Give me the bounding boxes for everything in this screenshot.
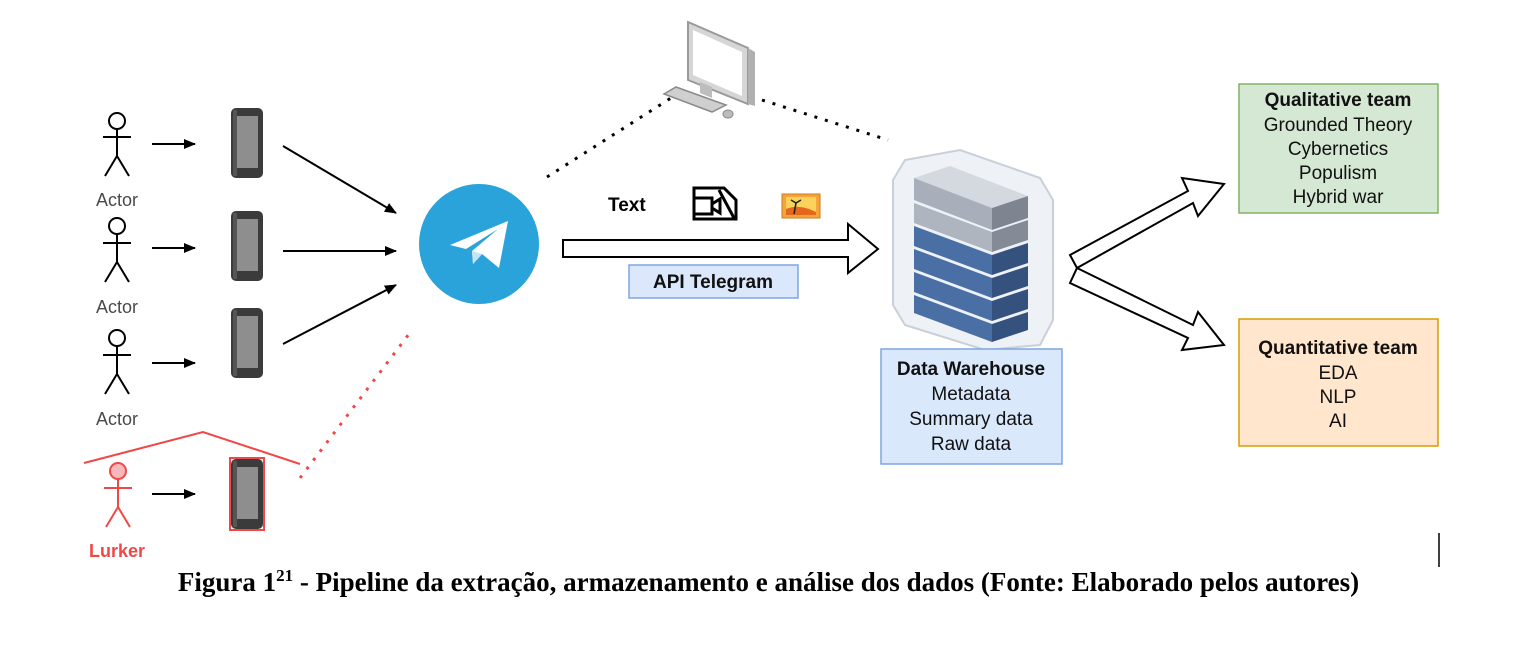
caption-prefix: Figura 1 [177,567,277,597]
qualitative-line: Cybernetics [1288,139,1388,160]
smartphone-icon-lurker [229,457,265,531]
warehouse-title: Data Warehouse [897,359,1045,380]
actor-icon [103,112,131,177]
actor-icon [103,217,131,283]
telegram-icon [419,184,539,304]
lurker-label: Lurker [89,541,145,561]
actor-label: Actor [96,409,138,429]
quantitative-team-box [1238,318,1439,447]
video-file-icon [692,186,738,221]
qualitative-line: Hybrid war [1293,187,1384,208]
data-warehouse-box [880,348,1063,465]
caption-footnote-number: 21 [276,566,294,585]
lurker: Lurker [83,430,301,561]
qualitative-line: Grounded Theory [1264,115,1413,136]
qualitative-title: Qualitative team [1265,90,1412,111]
text-media-label: Text [608,195,646,216]
warehouse-line: Summary data [909,409,1033,430]
lurker-highlight-frame [229,457,265,531]
warehouse-line: Raw data [931,434,1012,455]
actor-1: Actor [96,112,138,210]
server-icon [892,148,1054,352]
lurker-icon [104,462,132,528]
quantitative-title: Quantitative team [1258,338,1417,359]
smartphone-icon [231,308,263,378]
quantitative-line: EDA [1318,363,1357,384]
figure-caption: Figura 121 - Pipeline da extração, armaz… [0,566,1537,598]
actor-label: Actor [96,190,138,210]
phone-to-telegram-arrows [282,145,397,345]
computer-warehouse-dotted-link [761,98,889,142]
image-icon [781,193,821,219]
caption-text: - Pipeline da extração, armazenamento e … [293,567,1360,597]
api-telegram-label: API Telegram [653,272,773,293]
qualitative-line: Populism [1299,163,1377,184]
smartphone-icon [231,108,263,178]
quantitative-line: AI [1329,411,1347,432]
to-qualitative-arrow [1068,176,1226,270]
to-quantitative-arrow [1068,266,1226,352]
api-flow-arrow [562,221,880,276]
warehouse-line: Metadata [931,384,1011,405]
quantitative-line: NLP [1320,387,1357,408]
telegram-computer-dotted-link [546,96,672,179]
smartphone-icon [231,211,263,281]
lurker-dotted-link [298,329,414,479]
actor-3: Actor [96,329,138,429]
actor-to-phone-arrows [152,139,196,499]
qualitative-team-box [1238,83,1439,214]
api-telegram-box [628,264,799,299]
actor-2: Actor [96,217,138,317]
actor-label: Actor [96,297,138,317]
actor-icon [103,329,131,395]
computer-icon [662,20,755,119]
lurker-roof-line [83,430,301,465]
